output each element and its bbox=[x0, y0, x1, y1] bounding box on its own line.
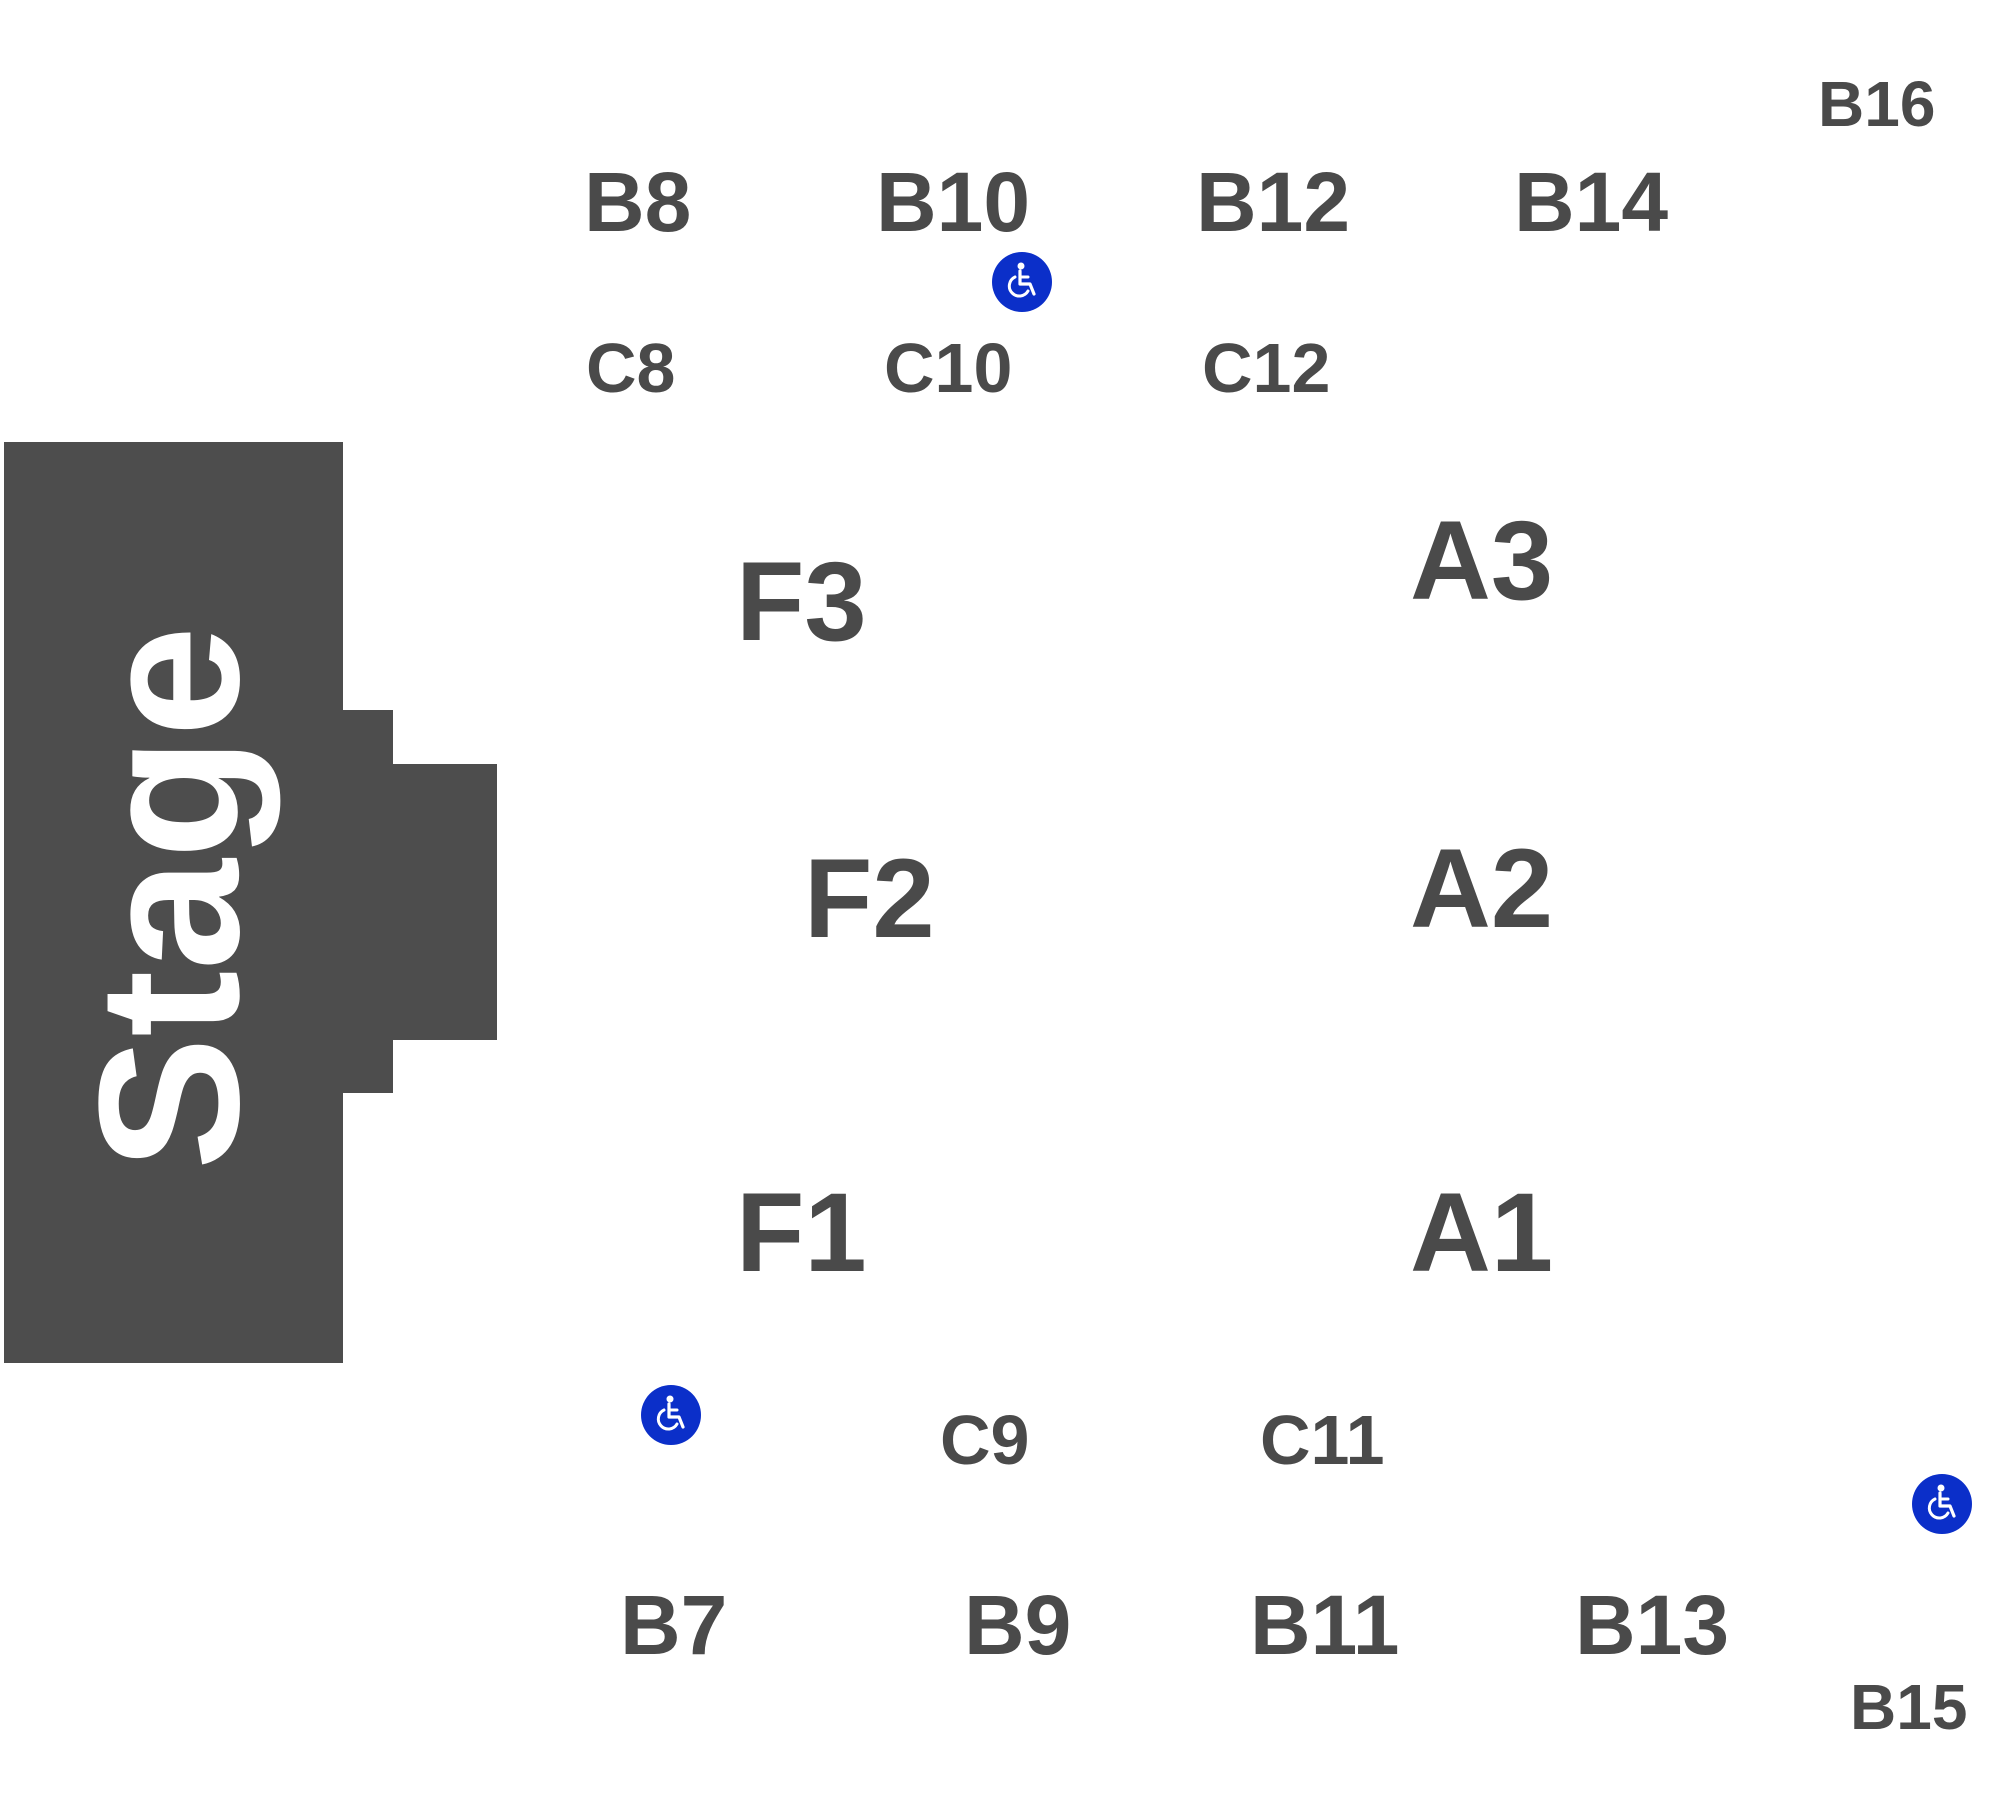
section-c11[interactable]: C11 bbox=[1260, 1401, 1385, 1479]
section-b14[interactable]: B14 bbox=[1514, 155, 1669, 249]
wheelchair-icon[interactable] bbox=[991, 251, 1053, 313]
section-c8[interactable]: C8 bbox=[586, 329, 676, 407]
section-b7[interactable]: B7 bbox=[620, 1578, 728, 1672]
section-f3[interactable]: F3 bbox=[736, 539, 867, 664]
section-b13[interactable]: B13 bbox=[1575, 1578, 1730, 1672]
wheelchair-icon[interactable] bbox=[1911, 1473, 1973, 1535]
section-f1[interactable]: F1 bbox=[736, 1170, 867, 1295]
section-a2[interactable]: A2 bbox=[1410, 826, 1554, 951]
section-b12[interactable]: B12 bbox=[1196, 155, 1351, 249]
section-a1[interactable]: A1 bbox=[1410, 1170, 1554, 1295]
section-c12[interactable]: C12 bbox=[1202, 329, 1331, 407]
section-c10[interactable]: C10 bbox=[884, 329, 1013, 407]
section-b9[interactable]: B9 bbox=[964, 1578, 1072, 1672]
section-f2[interactable]: F2 bbox=[804, 836, 935, 961]
section-b10[interactable]: B10 bbox=[876, 155, 1031, 249]
section-b16[interactable]: B16 bbox=[1818, 68, 1936, 140]
stage-shape[interactable] bbox=[4, 442, 497, 1363]
section-c9[interactable]: C9 bbox=[940, 1401, 1030, 1479]
section-b15[interactable]: B15 bbox=[1850, 1671, 1968, 1743]
section-b8[interactable]: B8 bbox=[584, 155, 692, 249]
section-a3[interactable]: A3 bbox=[1410, 498, 1554, 623]
wheelchair-icon[interactable] bbox=[640, 1384, 702, 1446]
section-b11[interactable]: B11 bbox=[1250, 1578, 1400, 1672]
stage-label: Stage bbox=[58, 625, 281, 1171]
